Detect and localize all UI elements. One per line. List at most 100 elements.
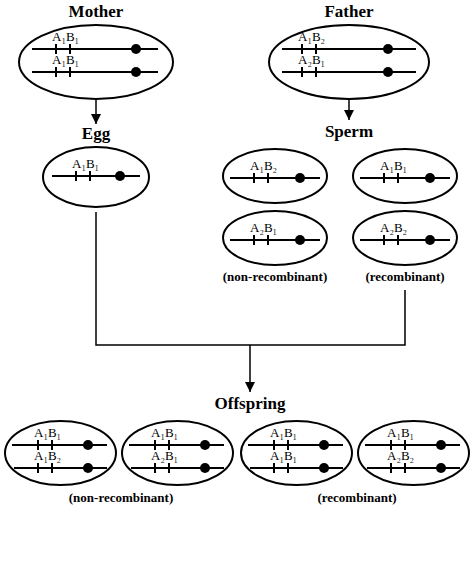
- cell-node: MotherA₁B₁ A₁B₁: [18, 2, 174, 100]
- centromere: [200, 463, 210, 473]
- cell-node: FatherA₁B₂ A₂B₁: [268, 2, 430, 100]
- cell-node: A₁B₁ A₁B₁: [240, 420, 353, 486]
- cell-outline: [122, 421, 233, 485]
- allele-label: A₁B₁: [34, 425, 61, 440]
- centromere: [83, 463, 93, 473]
- centromere: [295, 173, 305, 183]
- cell-node: A₁B₁ A₂B₂: [357, 420, 470, 486]
- locus-tick: [254, 173, 268, 183]
- cell-node: A₁B₂: [222, 148, 328, 204]
- chromosome: [250, 467, 343, 469]
- group-heading: Sperm: [325, 122, 373, 142]
- arrow: [95, 100, 97, 124]
- cell-outline: [352, 210, 458, 266]
- category-label: (non-recombinant): [223, 269, 327, 285]
- locus-tick: [38, 463, 52, 473]
- allele-label: A₁B₁: [387, 425, 414, 440]
- allele-label: A₁B₁: [52, 29, 79, 44]
- cell-outline: [223, 211, 327, 265]
- cell-outline: [222, 210, 328, 266]
- centromere: [425, 235, 435, 245]
- cell-outline: [19, 25, 173, 99]
- chromosome: [360, 177, 450, 179]
- chromosome: [367, 467, 460, 469]
- allele-label: A₂B₂: [380, 220, 407, 235]
- locus-tick: [391, 463, 405, 473]
- cell-outline: [222, 148, 328, 204]
- cell-outline: [42, 146, 150, 208]
- cell-outline: [353, 211, 457, 265]
- allele-label: A₁B₂: [34, 448, 61, 463]
- allele-label: A₂B₁: [298, 52, 325, 67]
- locus-tick: [274, 463, 288, 473]
- cell-node: A₂B₁: [222, 210, 328, 266]
- allele-label: A₁B₂: [298, 29, 325, 44]
- cell-outline: [43, 147, 149, 207]
- chromosomes: [12, 44, 460, 473]
- allele-label: A₁B₂: [250, 158, 277, 173]
- centromere: [295, 235, 305, 245]
- cell-node: A₁B₁: [352, 148, 458, 204]
- centromere: [425, 173, 435, 183]
- merge-bracket: [96, 212, 405, 345]
- cell-outline: [5, 421, 116, 485]
- centromere: [436, 440, 446, 450]
- centromere: [131, 67, 141, 77]
- allele-label: A₁B₁: [270, 425, 297, 440]
- centromere: [200, 440, 210, 450]
- allele-label: A₁B₁: [151, 425, 178, 440]
- locus-tick: [384, 173, 398, 183]
- allele-label: A₁B₁: [52, 52, 79, 67]
- centromere: [83, 440, 93, 450]
- chromosome: [14, 467, 107, 469]
- locus-tick: [56, 67, 70, 77]
- cell-outline: [358, 421, 469, 485]
- category-label: (recombinant): [317, 490, 396, 506]
- cell-outline: [268, 24, 430, 100]
- group-heading: Offspring: [215, 394, 286, 414]
- allele-label: A₂B₁: [250, 220, 277, 235]
- locus-tick: [155, 463, 169, 473]
- cell-node: A₁B₁ A₂B₁: [121, 420, 234, 486]
- centromere: [319, 463, 329, 473]
- allele-label: A₂B₁: [151, 448, 178, 463]
- cell-outline: [352, 148, 458, 204]
- chromosome: [230, 177, 320, 179]
- locus-tick: [76, 171, 90, 181]
- allele-label: A₁B₁: [72, 156, 99, 171]
- cell-heading: Egg: [42, 124, 150, 144]
- cell-outline: [241, 421, 352, 485]
- centromere: [319, 440, 329, 450]
- cell-outline: [223, 149, 327, 203]
- arrow: [249, 345, 251, 392]
- category-label: (non-recombinant): [69, 490, 173, 506]
- allele-label: A₂B₂: [387, 448, 414, 463]
- allele-label: A₁B₁: [270, 448, 297, 463]
- chromosome: [230, 239, 320, 241]
- centromere: [115, 171, 125, 181]
- cell-outline: [269, 25, 429, 99]
- allele-label: A₁B₁: [380, 158, 407, 173]
- cell-outline: [18, 24, 174, 100]
- cell-node: EggA₁B₁: [42, 124, 150, 208]
- arrow: [348, 100, 350, 120]
- locus-tick: [254, 235, 268, 245]
- centromere: [383, 67, 393, 77]
- category-label: (recombinant): [365, 269, 444, 285]
- centromere: [131, 44, 141, 54]
- centromere: [436, 463, 446, 473]
- flow-lines: [96, 100, 405, 392]
- cell-heading: Father: [268, 2, 430, 22]
- centromere: [383, 44, 393, 54]
- cell-node: A₁B₁ A₁B₂: [4, 420, 117, 486]
- cell-heading: Mother: [18, 2, 174, 22]
- centromeres: [83, 44, 446, 473]
- cell-outline: [353, 149, 457, 203]
- chromosome: [52, 175, 140, 177]
- cell-node: A₂B₂: [352, 210, 458, 266]
- locus-tick: [384, 235, 398, 245]
- locus-tick: [302, 67, 316, 77]
- chromosome: [131, 467, 224, 469]
- chromosome: [360, 239, 450, 241]
